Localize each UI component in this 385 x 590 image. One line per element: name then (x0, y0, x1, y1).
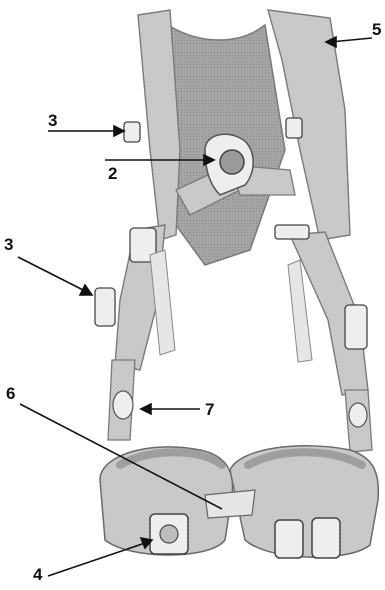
left-side-buckle (95, 288, 115, 326)
left-shoulder-buckle (124, 122, 140, 142)
callout-3-lower: 3 (4, 236, 13, 253)
right-leg-buckle-a (275, 520, 303, 558)
dorsal-ring (220, 150, 244, 174)
callout-3-upper: 3 (48, 112, 57, 129)
right-shoulder-buckle (286, 118, 302, 138)
right-leg-loop-eye (349, 403, 367, 427)
callout-4: 4 (33, 566, 42, 583)
leader-4 (48, 542, 148, 576)
callout-5: 5 (372, 21, 381, 38)
right-side-buckle (345, 305, 367, 349)
right-leg-buckle-b (312, 518, 340, 558)
callout-7: 7 (205, 401, 214, 418)
right-upper-buckle (275, 225, 309, 239)
leader-3-lower (18, 257, 87, 292)
callout-6: 6 (6, 385, 15, 402)
callout-2: 2 (108, 165, 117, 182)
left-leg-loop-eye (113, 391, 133, 419)
